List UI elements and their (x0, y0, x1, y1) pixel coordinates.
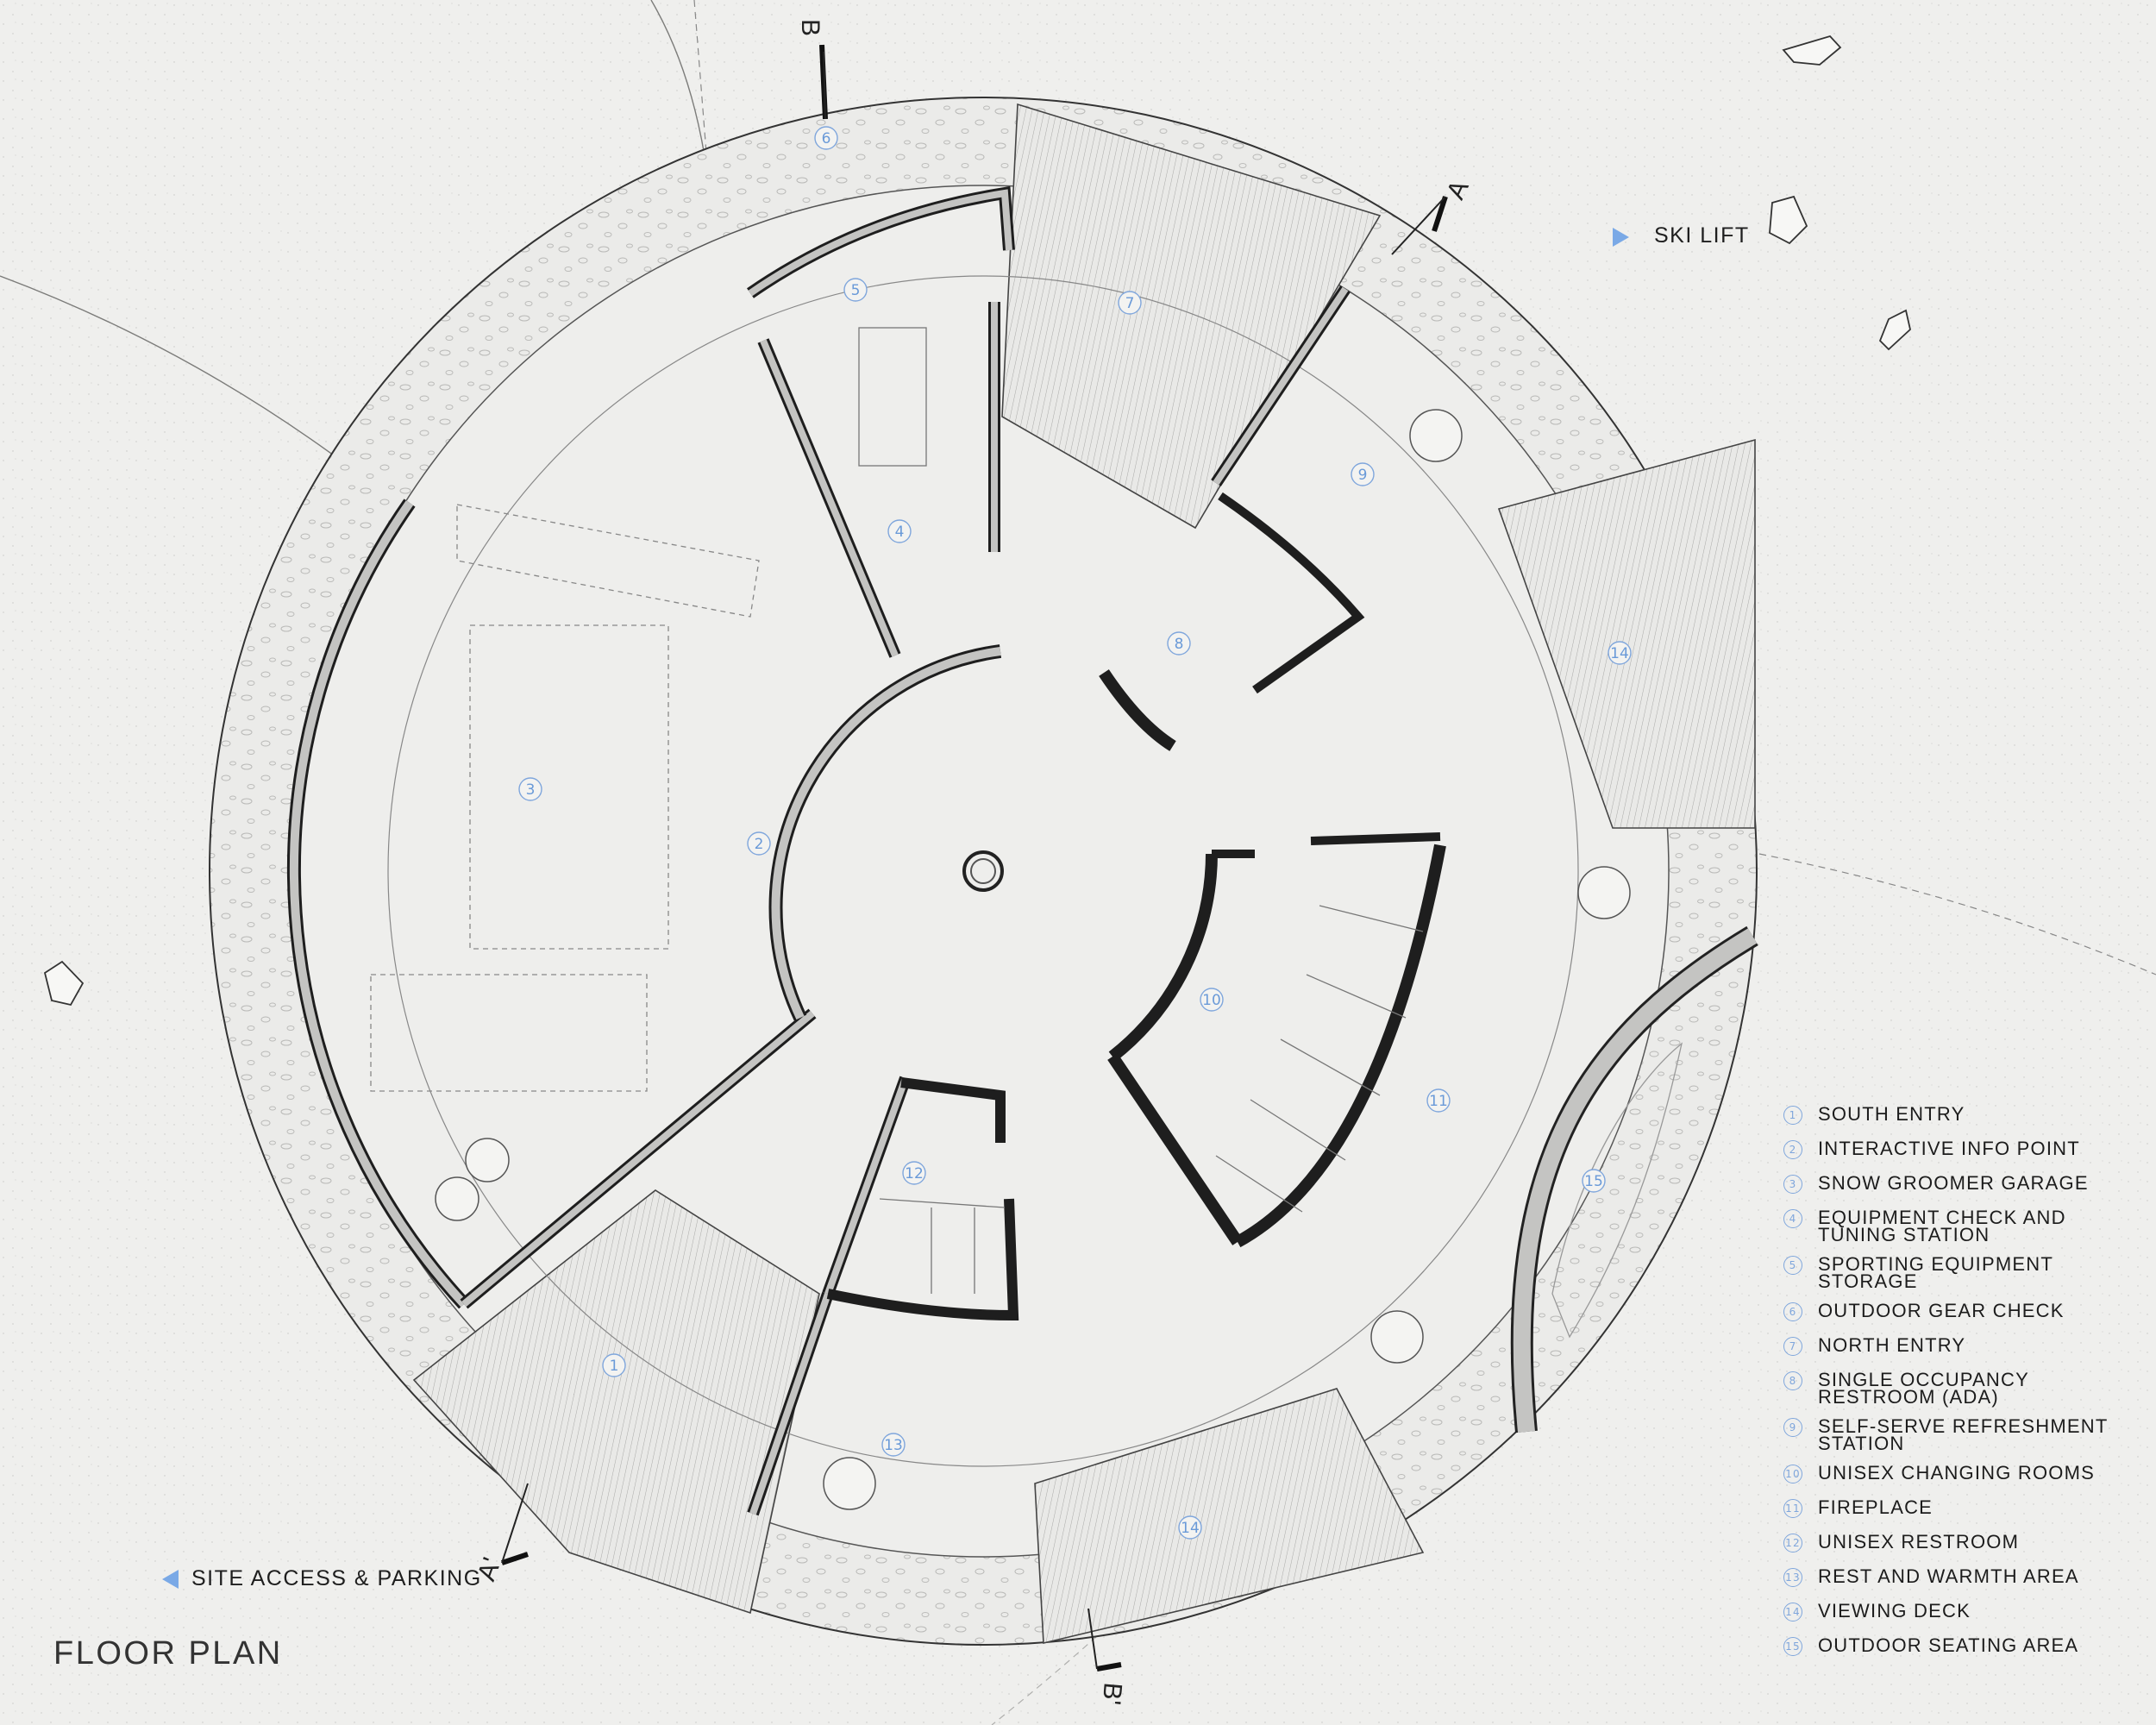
legend-label: SNOW GROOMER GARAGE (1818, 1172, 2089, 1194)
room-number-circle (747, 831, 771, 856)
room-number-label: 13 (884, 1437, 903, 1454)
room-number-circle (1200, 988, 1224, 1012)
legend-label: VIEWING DECK (1818, 1600, 1971, 1622)
legend-item: 15 OUTDOOR SEATING AREA (1783, 1634, 2146, 1672)
legend-item: 13 REST AND WARMTH AREA (1783, 1565, 2146, 1603)
room-number-label: 2 (755, 836, 764, 853)
legend-number: 14 (1783, 1603, 1802, 1622)
legend-item: 12 UNISEX RESTROOM (1783, 1531, 2146, 1568)
legend-number: 4 (1783, 1209, 1802, 1228)
section-marker-b: B (796, 19, 824, 36)
legend-label: FIREPLACE (1818, 1496, 1934, 1518)
legend-number: 13 (1783, 1568, 1802, 1587)
parking-arrow-icon (162, 1570, 179, 1589)
legend-number: 12 (1783, 1534, 1802, 1552)
legend-number: 10 (1783, 1465, 1802, 1484)
legend-item: 10 UNISEX CHANGING ROOMS (1783, 1462, 2146, 1499)
room-number-label: 9 (1358, 467, 1368, 484)
legend-label: SINGLE OCCUPANCY RESTROOM (ADA) (1818, 1369, 2029, 1408)
room-number-label: 5 (851, 282, 861, 299)
legend-item: 2 INTERACTIVE INFO POINT (1783, 1138, 2146, 1175)
plan-title: FLOOR PLAN (53, 1635, 283, 1672)
legend-item: 6 OUTDOOR GEAR CHECK (1783, 1302, 2146, 1337)
legend-number: 6 (1783, 1302, 1802, 1321)
room-number-label: 10 (1202, 992, 1221, 1009)
room-number-label: 11 (1429, 1093, 1448, 1110)
room-number-label: 7 (1125, 295, 1135, 312)
room-number-circle (1351, 462, 1375, 486)
legend-label: OUTDOOR SEATING AREA (1818, 1634, 2079, 1656)
room-number-label: 1 (610, 1358, 619, 1375)
legend-number: 11 (1783, 1499, 1802, 1518)
legend-item: 8 SINGLE OCCUPANCY RESTROOM (ADA) (1783, 1371, 2146, 1418)
ski-lift-arrow-icon (1613, 228, 1629, 247)
room-number-circle (518, 777, 542, 801)
legend-item: 4 EQUIPMENT CHECK AND TUNING STATION (1783, 1207, 2146, 1256)
legend-item: 9 SELF-SERVE REFRESHMENT STATION (1783, 1415, 2146, 1465)
legend-number: 15 (1783, 1637, 1802, 1656)
legend-number: 5 (1783, 1256, 1802, 1275)
legend-item: 5 SPORTING EQUIPMENT STORAGE (1783, 1253, 2146, 1302)
room-number-circle (1167, 631, 1191, 656)
room-number-label: 14 (1610, 645, 1629, 662)
legend-item: 1 SOUTH ENTRY (1783, 1103, 2146, 1140)
legend-number: 3 (1783, 1175, 1802, 1194)
room-number-circle (881, 1433, 906, 1457)
legend-label: OUTDOOR GEAR CHECK (1818, 1300, 2065, 1321)
room-number-label: 4 (895, 524, 905, 541)
room-number-circle (602, 1353, 626, 1377)
parking-label: SITE ACCESS & PARKING (191, 1566, 482, 1590)
legend-item: 14 VIEWING DECK (1783, 1600, 2146, 1637)
room-number-label: 8 (1175, 636, 1184, 653)
legend-item: 3 SNOW GROOMER GARAGE (1783, 1172, 2146, 1209)
room-number-label: 12 (905, 1165, 924, 1182)
room-number-circle (1582, 1169, 1606, 1193)
legend-label: NORTH ENTRY (1818, 1334, 1966, 1356)
room-number-label: 3 (526, 781, 536, 799)
room-number-circle (902, 1161, 926, 1185)
legend-label: SOUTH ENTRY (1818, 1103, 1965, 1125)
room-number-circle (1426, 1088, 1451, 1113)
room-number-label: 15 (1584, 1173, 1603, 1190)
legend-number: 1 (1783, 1106, 1802, 1125)
section-marker-b-prime: B' (1097, 1681, 1127, 1706)
legend-number: 9 (1783, 1418, 1802, 1437)
legend-number: 8 (1783, 1371, 1802, 1390)
legend-label: INTERACTIVE INFO POINT (1818, 1138, 2080, 1159)
legend-label: SPORTING EQUIPMENT STORAGE (1818, 1253, 2053, 1292)
ski-lift-label: SKI LIFT (1654, 223, 1750, 248)
room-number-circle (887, 519, 912, 543)
room-number-label: 6 (822, 130, 831, 147)
room-number-circle (814, 126, 838, 150)
legend-number: 7 (1783, 1337, 1802, 1356)
legend-number: 2 (1783, 1140, 1802, 1159)
legend-label: REST AND WARMTH AREA (1818, 1565, 2079, 1587)
legend-label: UNISEX RESTROOM (1818, 1531, 2020, 1552)
room-number-circle (1178, 1515, 1202, 1540)
room-number-circle (843, 278, 868, 302)
legend-item: 7 NORTH ENTRY (1783, 1334, 2146, 1371)
room-number-label: 14 (1181, 1520, 1200, 1537)
room-number-circle (1118, 291, 1142, 315)
legend-label: UNISEX CHANGING ROOMS (1818, 1462, 2096, 1484)
room-number-circle (1608, 641, 1632, 665)
room-legend: 1 SOUTH ENTRY 2 INTERACTIVE INFO POINT 3 SNOW… (1783, 1103, 2146, 1672)
legend-item: 11 FIREPLACE (1783, 1496, 2146, 1534)
legend-label: SELF-SERVE REFRESHMENT STATION (1818, 1415, 2109, 1454)
legend-label: EQUIPMENT CHECK AND TUNING STATION (1818, 1207, 2066, 1245)
